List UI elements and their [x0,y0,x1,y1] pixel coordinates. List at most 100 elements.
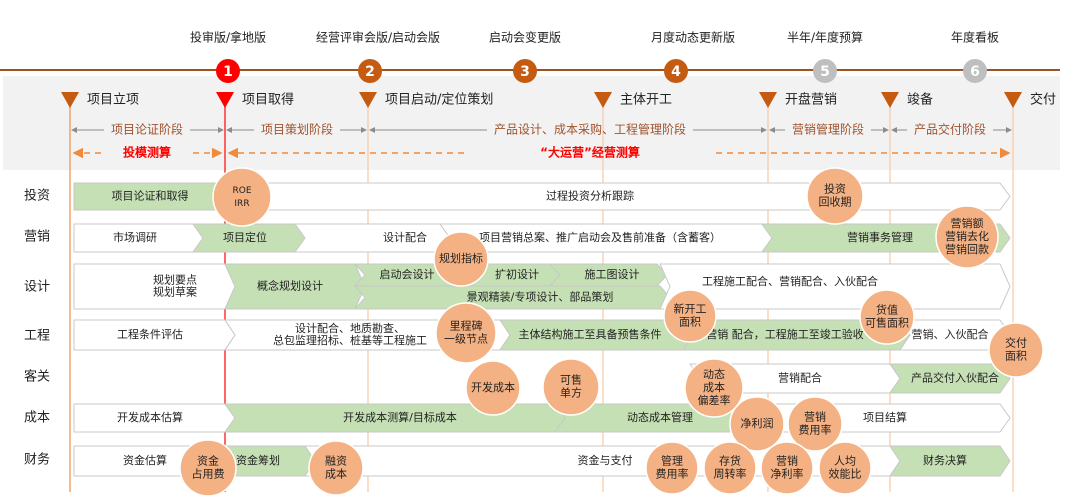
kpi-indicator-bubble[interactable]: ROE IRR [212,167,272,227]
kpi-bubble-label: 回收期 [819,195,852,209]
version-label: 启动会变更版 [489,30,561,45]
kpi-bubble-label: IRR [234,199,249,209]
kpi-bubble-label: 一级节点 [444,333,488,346]
swimlane-设计: 设计规划要点规划草案概念规划设计启动会设计扩初设计施工图设计景观精装/专项设计、… [24,263,1011,310]
swimlane-label: 设计 [24,280,50,295]
process-segment-label: 资金估算 [123,453,167,467]
process-segment[interactable] [659,263,1011,310]
kpi-indicator-bubble[interactable]: 规划指标 [433,231,489,287]
version-node-6[interactable] [963,59,987,83]
kpi-bubble-label: 效能比 [829,467,862,481]
process-segment-label: 项目论证和取得 [112,189,189,203]
kpi-bubble-shape [435,302,497,364]
kpi-bubble-label: 占用费 [192,467,225,481]
swimlane-label: 财务 [24,452,50,468]
stage-header-background [3,76,1060,170]
process-segment-label: 开发成本估算 [117,410,183,424]
kpi-bubble-label: 净利润 [741,416,774,430]
version-node-2[interactable] [358,59,382,83]
version-node-3[interactable] [513,59,537,83]
swimlane-工程: 工程工程条件评估设计配合、地质勘查、总包监理招标、桩基等工程施工主体结构施工至具… [24,319,1011,351]
phase-label: 产品交付阶段 [914,122,986,137]
process-segment[interactable] [889,445,1011,477]
process-segment-label: 景观精装/专项设计、部品策划 [467,290,614,304]
kpi-bubble-label: 融资 [325,455,347,468]
process-segment-label: 启动会设计 [380,268,435,281]
kpi-bubble-label: 规划指标 [439,251,483,265]
kpi-bubble-shape [787,396,843,452]
version-node-4[interactable] [664,59,688,83]
kpi-bubble-shape [179,439,237,497]
version-label: 投审版/拿地版 [190,30,266,45]
swimlane-label: 工程 [24,329,50,344]
milestone-label: 开盘营销 [785,92,837,108]
process-segment-label: 项目结算 [863,410,907,424]
milestone-marker-icon [759,92,777,108]
kpi-bubble-label: 成本 [703,380,725,394]
process-segment-label: 资金与支付 [578,453,633,467]
swimlane-label: 营销 [24,230,50,245]
kpi-bubble-label: 周转率 [714,467,747,481]
kpi-bubble-label: 可售 [560,373,582,387]
kpi-bubble-shape [663,289,717,343]
kpi-bubble-shape [729,396,785,452]
kpi-bubble-label: 营销 [804,410,826,424]
kpi-indicator-bubble[interactable]: 开发成本 [465,360,521,416]
swimlane-客关: 客关营销配合产品交付入伙配合 [24,363,1011,394]
milestone-label: 项目启动/定位策划 [385,92,493,108]
kpi-bubble-shape [760,441,814,495]
process-segment-label: 财务决算 [923,453,967,467]
kpi-bubble-label: 开发成本 [471,380,515,394]
process-segment-label: 营销配合 [778,371,822,385]
kpi-bubble-label: 营销回款 [945,242,989,256]
swimlane-营销: 营销市场调研项目定位设计配合项目营销总案、推广启动会及售前准备（含蓄客）营销事务… [24,223,1011,253]
process-segment-label: 设计配合、地质勘查、 [295,321,405,335]
milestone-label: 交付 [1030,92,1056,108]
version-label: 年度看板 [951,30,999,45]
kpi-bubble-label: 管理 [661,454,683,468]
kpi-bubble-label: 营销 [776,454,798,468]
process-segment-label: 营销事务管理 [847,230,913,244]
kpi-bubble-label: 新开工 [674,302,707,316]
kpi-bubble-label: 单方 [560,386,582,400]
phase-label: 营销管理阶段 [792,122,864,137]
kpi-bubble-label: 存货 [719,454,741,468]
kpi-bubble-label: 面积 [679,316,701,329]
kpi-bubble-shape [465,360,521,416]
version-number: 1 [223,64,233,80]
swimlane-成本: 成本开发成本估算开发成本测算/目标成本动态成本管理项目结算 [24,403,1011,433]
kpi-bubble-label: 净利率 [771,467,804,481]
version-number: 2 [365,64,375,80]
kpi-bubble-label: ROE [232,186,251,196]
kpi-indicator-bubble[interactable]: 净利润 [729,396,785,452]
kpi-bubble-label: 偏差率 [698,393,731,407]
process-segment-label: 工程条件评估 [117,327,183,341]
version-label: 半年/年度预算 [787,30,863,45]
process-segment-label: 设计配合 [383,230,427,244]
kpi-bubble-shape [684,358,744,418]
kpi-bubble-label: 人均 [834,455,856,468]
version-number: 4 [671,64,681,80]
process-segment-label: 资金筹划 [236,453,280,467]
kpi-bubble-label: 费用率 [656,467,689,481]
kpi-bubble-shape [542,358,600,416]
phase-label: 产品设计、成本采购、工程管理阶段 [494,122,686,137]
process-segment-label: 动态成本管理 [627,410,693,424]
version-node-5[interactable] [813,59,837,83]
version-node-1[interactable] [216,59,240,83]
